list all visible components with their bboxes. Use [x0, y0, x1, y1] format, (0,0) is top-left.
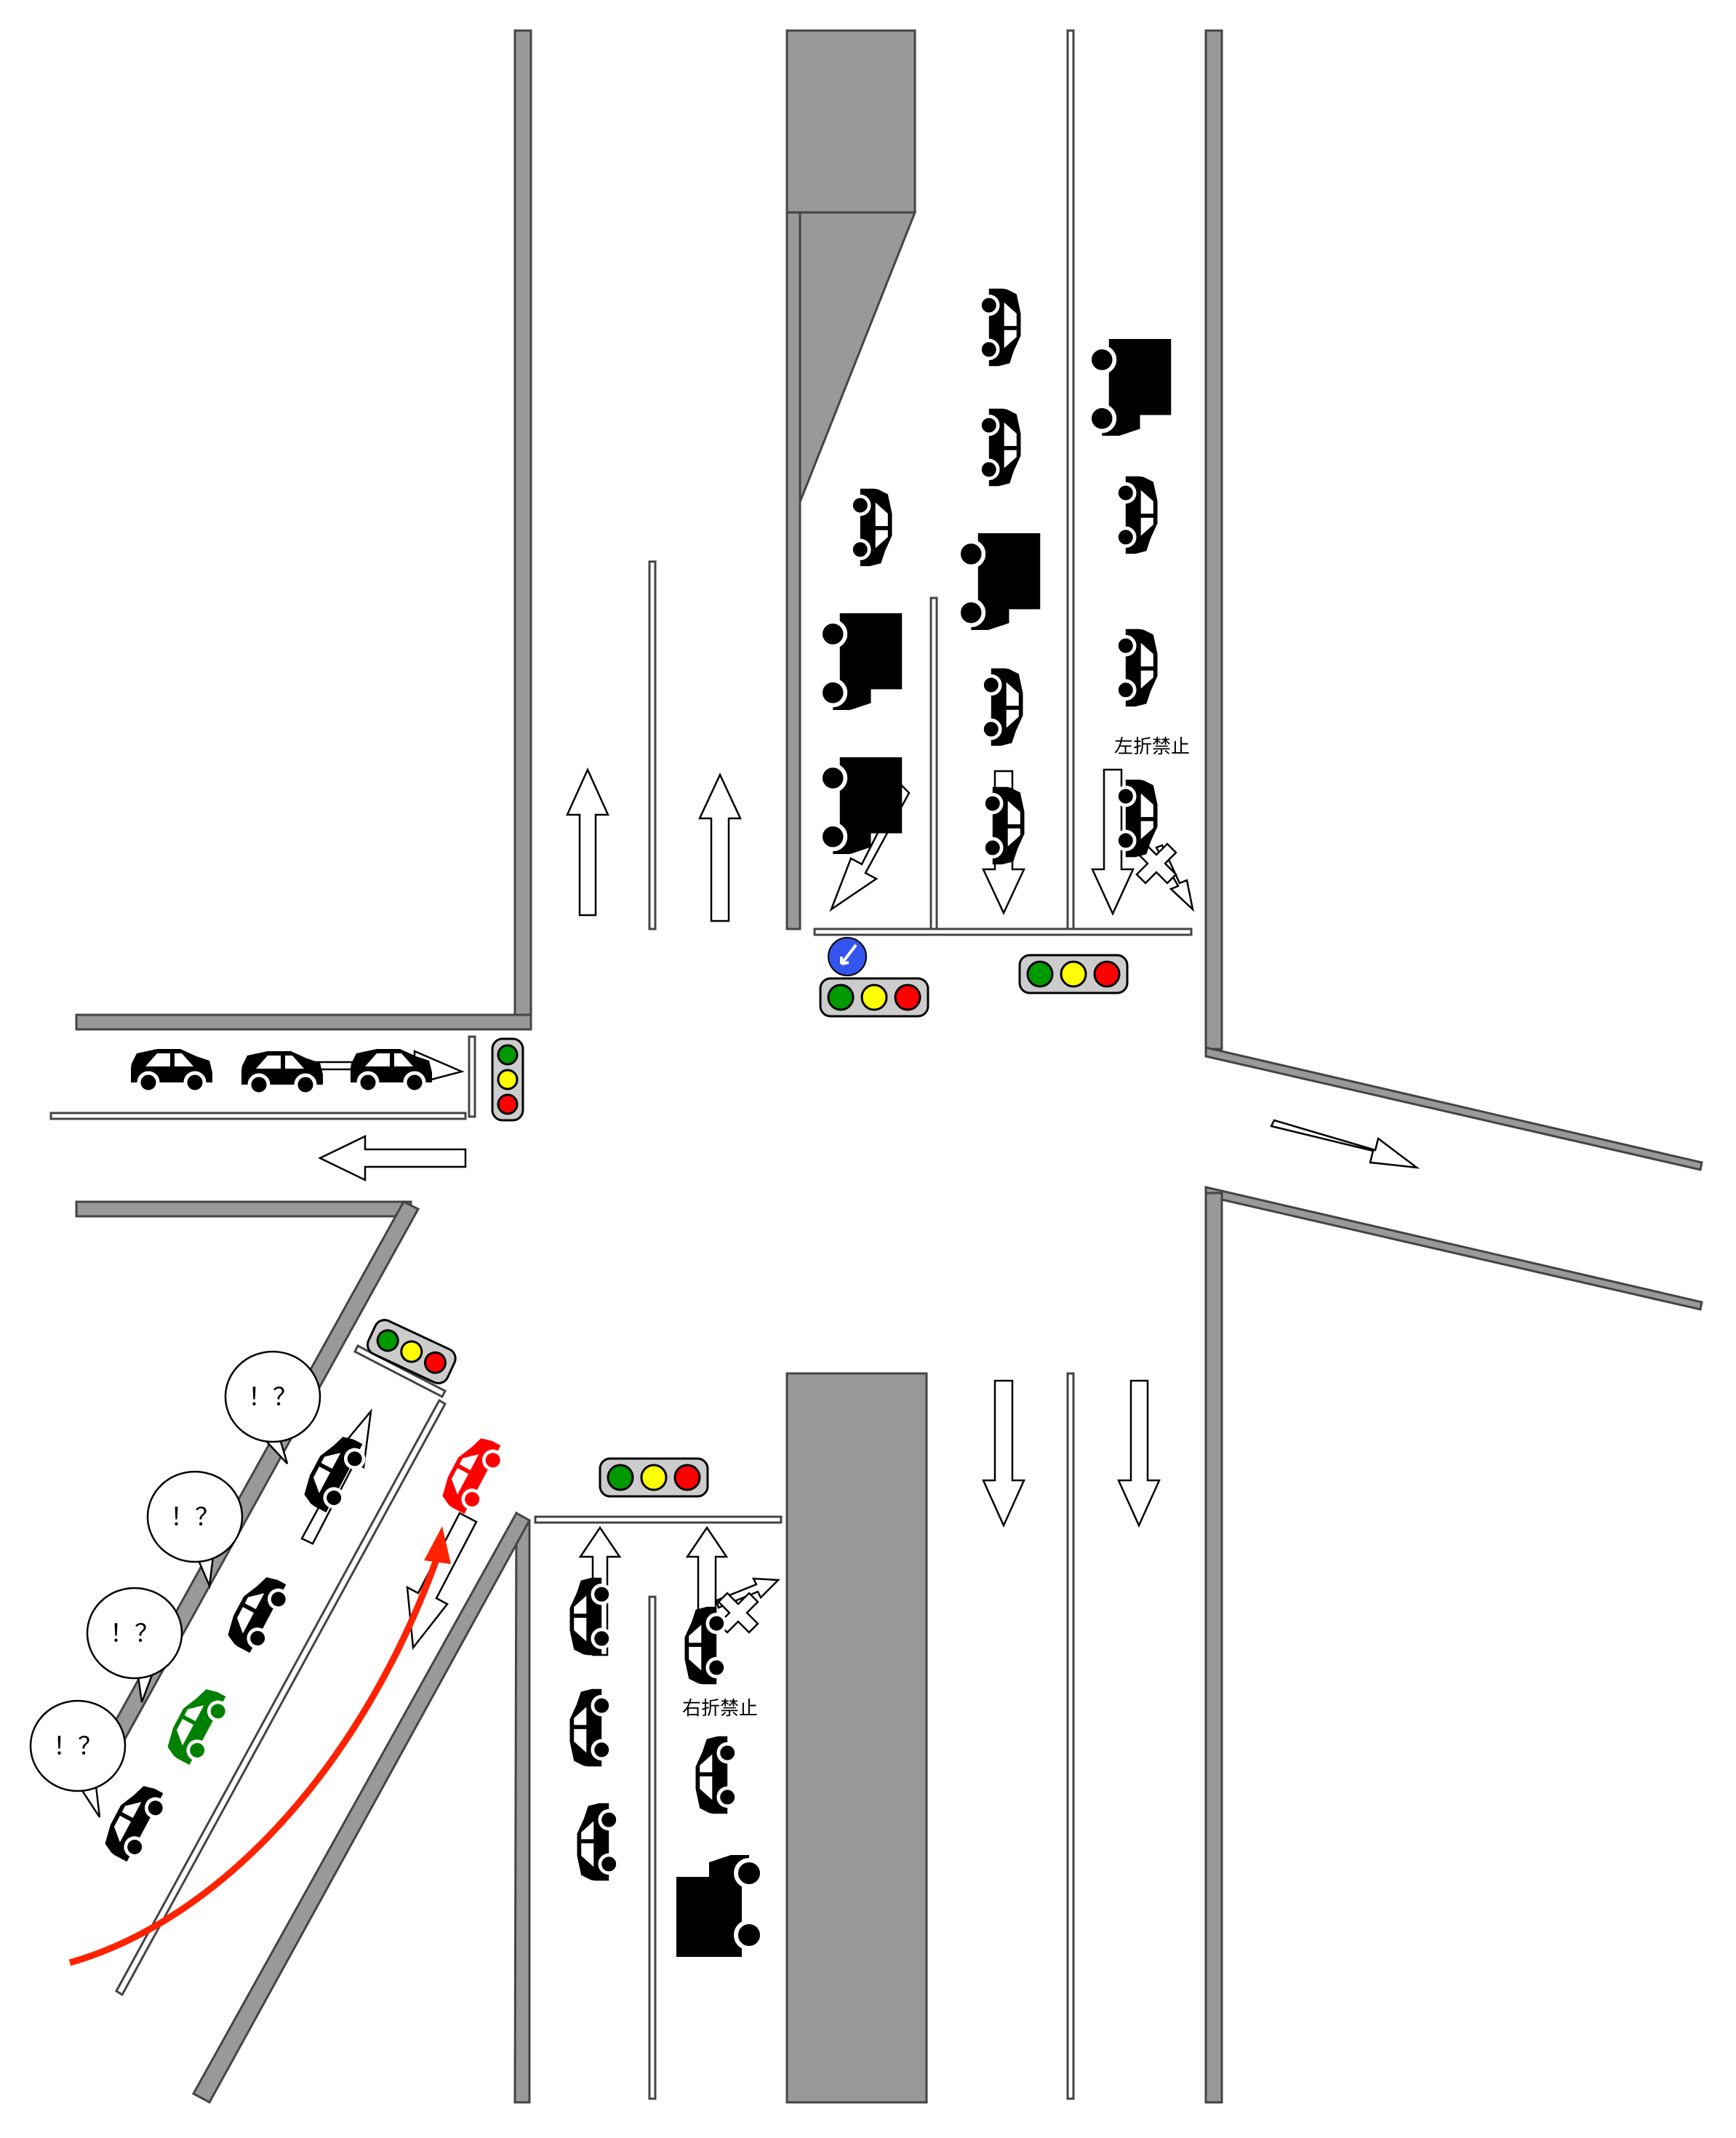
curb-southwest-inner	[191, 1511, 532, 2105]
lane-arrow-icon	[406, 1512, 478, 1651]
svg-text:！？: ！？	[170, 1503, 220, 1532]
keep-left-sign-icon	[828, 937, 867, 976]
lane-arrow-icon	[1091, 768, 1135, 916]
speech-bubble-icon: ！？	[146, 1470, 244, 1589]
svg-text:！？: ！？	[110, 1619, 159, 1648]
stop-line-southwest	[353, 1344, 447, 1399]
svg-text:！？: ！？	[248, 1383, 297, 1412]
car-icon	[685, 1607, 726, 1684]
stop-line-south	[534, 1515, 783, 1524]
speech-bubble-icon: ！？	[29, 1699, 127, 1818]
road-edges	[75, 29, 1703, 2105]
lane-arrow-icon	[982, 1379, 1025, 1528]
stop-line-west	[468, 1035, 476, 1118]
median-north-strip	[785, 211, 801, 930]
lane-divider	[1066, 1372, 1075, 2100]
vehicle-path	[68, 1548, 444, 1966]
no-right-turn-cross-icon	[717, 1592, 759, 1634]
car-icon	[1116, 780, 1157, 857]
median-south	[785, 1372, 928, 2104]
curb-south-east	[1204, 1192, 1223, 2104]
vehicles	[99, 289, 1171, 1957]
traffic-lights	[366, 954, 1129, 1498]
car-icon	[222, 1570, 294, 1657]
curb-east-north	[1204, 1046, 1703, 1171]
svg-text:！？: ！？	[53, 1732, 103, 1761]
truck-icon	[820, 613, 902, 710]
truck-icon	[820, 757, 902, 854]
green-car-icon	[161, 1682, 233, 1769]
car-icon	[570, 1689, 611, 1766]
truck-icon	[959, 533, 1040, 630]
curb-south-west	[513, 1511, 531, 2104]
car-icon	[1116, 629, 1157, 706]
no-right-turn-label: 右折禁止	[682, 1698, 758, 1720]
median-north	[785, 29, 916, 214]
red-car-icon	[436, 1431, 508, 1518]
car-icon	[241, 1051, 323, 1094]
traffic-light-icon	[1018, 954, 1129, 994]
lane-arrow-icon	[1117, 1379, 1161, 1528]
no-left-turn-label: 左折禁止	[1114, 736, 1190, 758]
lane-arrow-icon	[1270, 1119, 1420, 1169]
truck-icon	[676, 1855, 762, 1957]
traffic-light-icon	[599, 1457, 709, 1498]
car-icon	[577, 1803, 618, 1880]
car-icon	[99, 1779, 171, 1866]
car-icon	[851, 489, 892, 566]
median-north-taper	[785, 211, 917, 507]
traffic-light-icon	[491, 1037, 524, 1122]
curb-west-north	[75, 1013, 532, 1031]
car-icon	[696, 1736, 737, 1814]
speech-bubbles: ！？ ！？ ！？ ！？	[29, 1350, 321, 1818]
car-icon	[1116, 476, 1157, 554]
lane-divider	[648, 1595, 657, 2100]
lane-divider-southwest	[115, 1398, 447, 1997]
curb-east-south	[1204, 1186, 1703, 1311]
curb-north-west	[513, 29, 532, 1029]
car-icon	[131, 1049, 212, 1092]
car-icon	[980, 409, 1020, 486]
lane-arrow-icon	[566, 767, 609, 917]
lane-arrow-icon	[318, 1135, 467, 1181]
curb-west-south	[75, 1200, 412, 1218]
speech-bubble-icon: ！？	[86, 1587, 183, 1703]
speech-bubble-icon: ！？	[224, 1350, 321, 1464]
car-icon	[983, 787, 1024, 864]
car-icon	[982, 669, 1023, 746]
lane-divider	[1066, 29, 1075, 930]
lane-lines	[49, 29, 1193, 2100]
lane-divider	[929, 597, 938, 930]
stop-line-north	[813, 928, 1193, 936]
traffic-light-icon	[819, 977, 929, 1018]
curb-north-east	[1204, 29, 1223, 1050]
lane-arrow-icon	[698, 773, 742, 922]
lane-divider-west	[49, 1112, 467, 1120]
traffic-light-icon	[366, 1319, 457, 1384]
lane-divider	[648, 560, 657, 930]
path-arrowhead-icon	[424, 1526, 451, 1564]
truck-icon	[1089, 339, 1171, 436]
car-icon	[980, 289, 1020, 366]
